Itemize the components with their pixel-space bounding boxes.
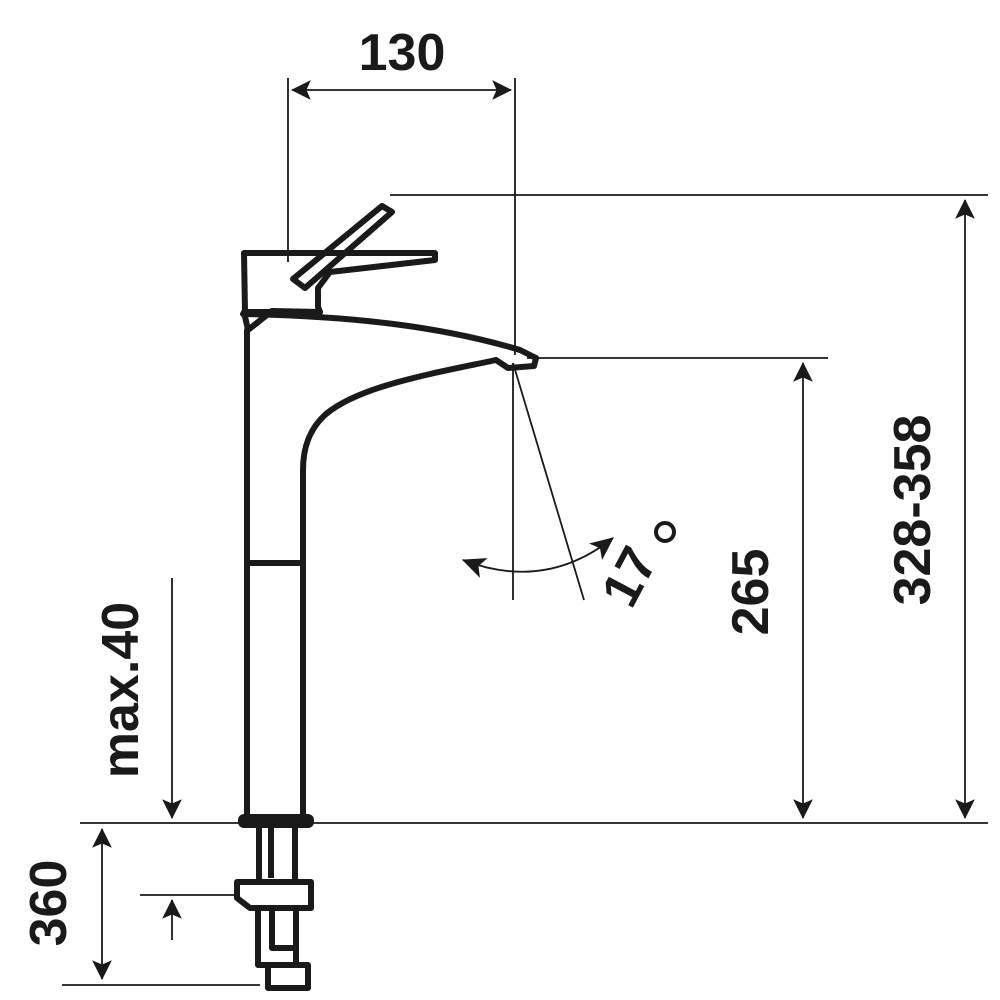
dimension-max40-group [140, 578, 235, 940]
dimension-265-group [527, 357, 828, 819]
clamp-bracket-inner [269, 908, 296, 951]
lever-handle [290, 203, 395, 291]
base-plate [238, 814, 314, 828]
angle-17-group [461, 362, 614, 601]
dimension-label-265: 265 [722, 549, 780, 636]
angle-label-17: 17 [591, 538, 669, 616]
dimension-label-328-358: 328-358 [884, 415, 942, 606]
angle-leader-line [512, 362, 585, 601]
handle-housing [241, 250, 438, 315]
spout-tip [493, 355, 539, 371]
mounting-hardware [234, 828, 314, 991]
dimension-label-130: 130 [359, 24, 446, 82]
clamp-foot [265, 962, 311, 991]
spout-bottom-edge [300, 357, 499, 473]
degree-symbol-icon [654, 521, 676, 543]
dimension-130-group [287, 78, 516, 355]
dimension-328-358-group [390, 194, 988, 819]
clamp-bracket [255, 908, 299, 968]
mounting-nut [234, 879, 314, 911]
dimension-label-max40: max.40 [92, 602, 150, 778]
faucet-body-outline [240, 203, 539, 817]
dimension-360-group [62, 828, 260, 986]
spout-top-edge [240, 311, 539, 361]
housing-lower-shoulder [241, 308, 323, 333]
angle-arc [461, 537, 614, 578]
dimension-label-360: 360 [20, 860, 78, 947]
